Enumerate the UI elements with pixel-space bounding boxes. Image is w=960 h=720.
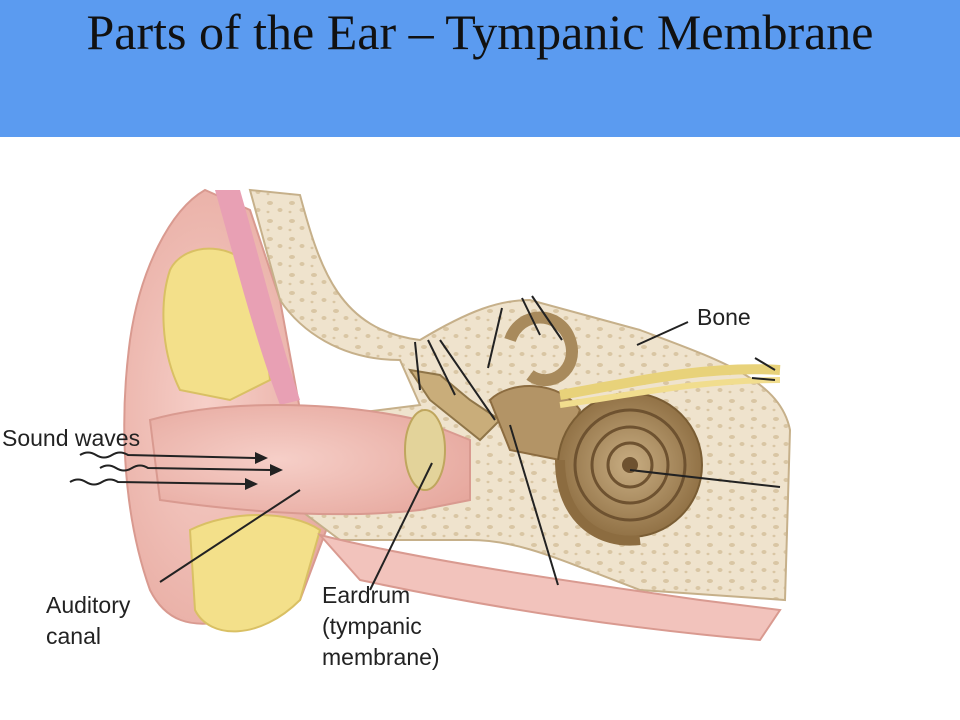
label-auditory-canal-line2: canal — [46, 623, 101, 649]
semicircular-canals — [504, 311, 578, 386]
skin-lower-band — [317, 533, 782, 642]
eardrum-shape — [404, 409, 446, 491]
ossicles — [407, 368, 502, 442]
page-title: Parts of the Ear – Tympanic Membrane — [86, 4, 874, 60]
ear-diagram — [69, 188, 792, 642]
auditory-nerve — [559, 364, 781, 400]
label-bone: Bone — [697, 304, 751, 330]
label-sound-waves: Sound waves — [2, 425, 141, 451]
label-auditory-canal-line1: Auditory — [46, 592, 131, 618]
title-bar: Parts of the Ear – Tympanic Membrane — [0, 0, 960, 137]
sound-wave-arrows — [69, 451, 271, 486]
leader-lines — [159, 295, 781, 591]
label-eardrum-line2: (tympanic — [322, 613, 422, 639]
auditory-canal-shape — [148, 404, 471, 516]
label-eardrum-line1: Eardrum — [322, 582, 411, 608]
skin-top-band — [215, 190, 300, 405]
label-eardrum-line3: membrane) — [322, 644, 440, 670]
fat-tissue-lower — [188, 514, 322, 633]
